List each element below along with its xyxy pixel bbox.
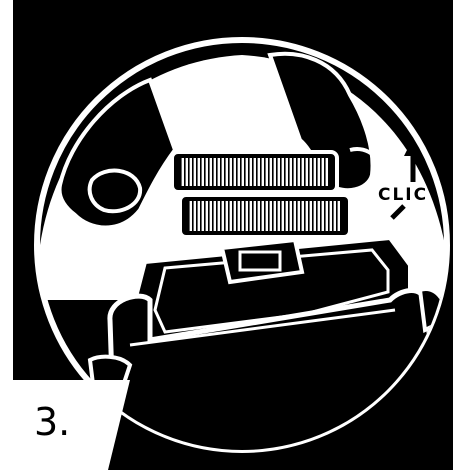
- right-margin: [453, 0, 465, 470]
- center-mount-clip: [240, 252, 280, 270]
- lower-cutter-block: [180, 195, 350, 237]
- left-fingernail: [90, 171, 140, 212]
- step-number-tab: 3.: [0, 380, 130, 470]
- upper-cutter-block: [172, 152, 337, 192]
- clic-label: CLIC: [378, 185, 428, 205]
- step-number: 3.: [34, 400, 70, 444]
